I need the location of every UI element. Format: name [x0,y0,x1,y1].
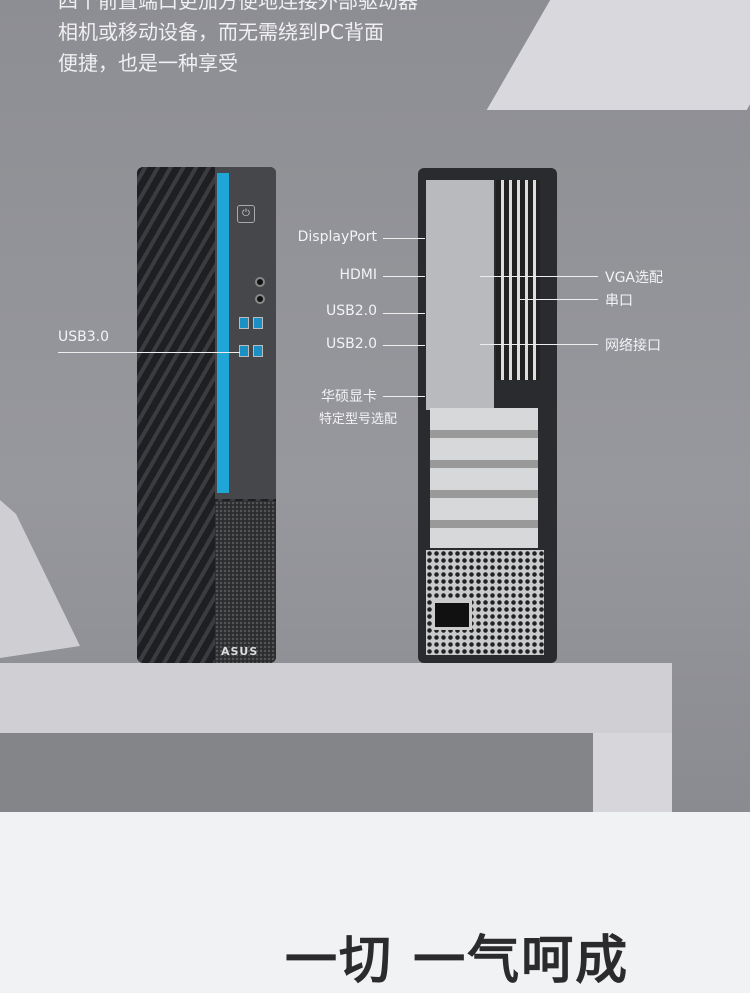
label-usb20: USB2.0 [325,336,377,352]
decorative-block [0,430,80,670]
product-hero: 四个前置端口更加方便地连接外部驱动器 相机或移动设备，而无需绕到PC背面 便捷，… [0,0,750,812]
intro-line: 四个前置端口更加方便地连接外部驱动器 [58,0,418,13]
decorative-block [486,0,750,110]
callout-line [520,299,598,300]
expansion-slots [430,408,538,548]
usb-port-icon [253,345,263,357]
label-ethernet: 网络接口 [605,338,661,354]
callout-line [480,276,598,277]
callout-line [383,345,425,346]
usb-port-icon [239,345,249,357]
usb-port-icon [253,317,263,329]
usb-port-icon [239,317,249,329]
label-hdmi: HDMI [339,267,377,283]
callout-line [383,396,425,397]
label-usb20: USB2.0 [325,303,377,319]
audio-jack-icon [255,277,265,287]
audio-jack-icon [255,294,265,304]
label-serial: 串口 [605,293,633,309]
asus-logo: ASUS [221,645,259,658]
label-gpu: 华硕显卡 [321,389,377,405]
shelf-side [0,733,593,812]
blue-accent-strip [217,173,229,493]
callout-line [383,238,425,239]
label-gpu-optional: 特定型号选配 [318,412,397,427]
front-mesh [215,501,276,663]
callout-line [58,352,240,353]
intro-text: 四个前置端口更加方便地连接外部驱动器 相机或移动设备，而无需绕到PC背面 便捷，… [58,0,418,79]
label-displayport: DisplayPort [297,229,377,245]
callout-line [480,344,598,345]
power-socket-icon [432,600,472,630]
label-vga: VGA选配 [605,270,664,286]
intro-line: 相机或移动设备，而无需绕到PC背面 [58,20,385,44]
pc-rear-view [418,168,557,663]
power-button-icon: ⏻ [237,205,255,223]
pc-front-view: ⏻ ASUS [137,167,276,663]
vent [496,180,540,380]
callout-line [383,276,425,277]
section-heading: 一切 一气呵成 [285,931,630,991]
intro-line: 便捷，也是一种享受 [58,51,238,75]
label-usb30: USB3.0 [58,329,110,345]
shelf-side [593,733,672,812]
callout-line [383,313,425,314]
io-panel [426,180,494,410]
shelf [0,663,672,733]
